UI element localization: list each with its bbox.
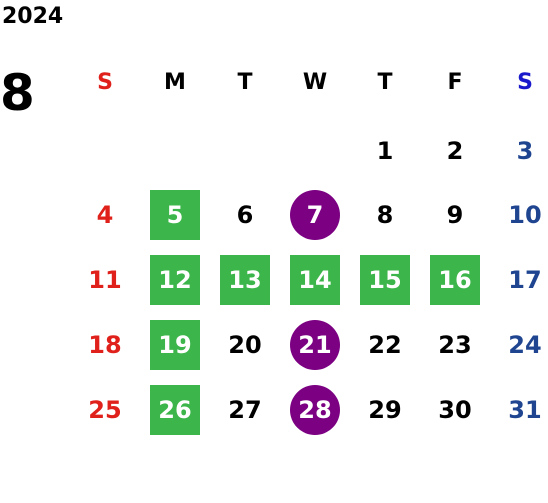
day-cell[interactable]: 17: [508, 266, 542, 294]
day-cell-purple[interactable]: 28: [290, 385, 340, 435]
day-cell-green[interactable]: 12: [150, 255, 200, 305]
day-cell[interactable]: 23: [438, 331, 472, 359]
day-cell[interactable]: 3: [516, 137, 534, 165]
day-cell[interactable]: 2: [446, 137, 464, 165]
day-cell[interactable]: 9: [446, 201, 464, 229]
day-cell-green[interactable]: 5: [150, 190, 200, 240]
day-cell[interactable]: 11: [88, 266, 122, 294]
day-cell[interactable]: 31: [508, 396, 542, 424]
day-cell[interactable]: 1: [376, 137, 394, 165]
day-cell-purple[interactable]: 7: [290, 190, 340, 240]
weekday-header: S: [97, 69, 113, 95]
year-label: 2024: [2, 4, 64, 29]
day-cell-green[interactable]: 26: [150, 385, 200, 435]
day-cell[interactable]: 27: [228, 396, 262, 424]
weekday-header: M: [164, 69, 186, 95]
weekday-header: W: [302, 69, 328, 95]
day-cell[interactable]: 25: [88, 396, 122, 424]
day-cell-green[interactable]: 14: [290, 255, 340, 305]
day-cell-green[interactable]: 13: [220, 255, 270, 305]
day-cell[interactable]: 24: [508, 331, 542, 359]
day-cell[interactable]: 22: [368, 331, 402, 359]
day-cell[interactable]: 8: [376, 201, 394, 229]
day-cell[interactable]: 10: [508, 201, 542, 229]
day-cell[interactable]: 18: [88, 331, 122, 359]
day-cell-green[interactable]: 19: [150, 320, 200, 370]
day-cell[interactable]: 30: [438, 396, 472, 424]
day-cell-green[interactable]: 15: [360, 255, 410, 305]
day-cell[interactable]: 20: [228, 331, 262, 359]
day-cell[interactable]: 4: [96, 201, 114, 229]
weekday-header: F: [447, 69, 463, 95]
day-cell-green[interactable]: 16: [430, 255, 480, 305]
day-cell[interactable]: 29: [368, 396, 402, 424]
day-cell-purple[interactable]: 21: [290, 320, 340, 370]
weekday-header: T: [377, 69, 393, 95]
weekday-header: T: [237, 69, 253, 95]
weekday-header: S: [517, 69, 533, 95]
month-label: 8: [0, 64, 35, 122]
day-cell[interactable]: 6: [236, 201, 254, 229]
